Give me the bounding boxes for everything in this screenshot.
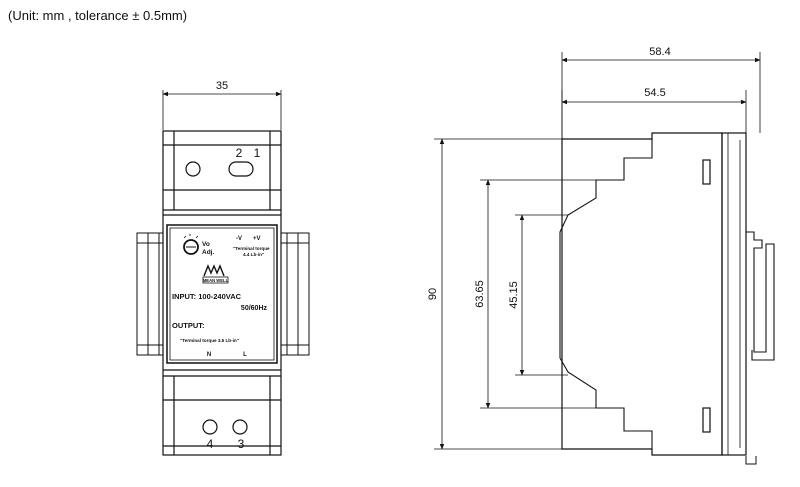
- terminal-screw: [202, 419, 218, 435]
- terminal-screw: [232, 419, 248, 435]
- terminal-label: 1: [254, 146, 261, 160]
- brand-name: MEAN WELL: [203, 278, 229, 283]
- side-step-profile: [559, 139, 653, 449]
- mean-well-logo: MEAN WELL: [202, 264, 229, 284]
- dim-middle-label: 63.65: [474, 280, 486, 308]
- torque-label: 4.4 Lb-in": [243, 252, 264, 257]
- polarity-label: -V: [236, 236, 242, 242]
- polarity-label: +V: [253, 236, 261, 242]
- dim-height: 90: [427, 138, 562, 450]
- torque-label: "Terminal torque 3.5 Lb-in": [180, 338, 239, 343]
- din-clip-body: [721, 132, 747, 456]
- terminal-label: 3: [238, 437, 245, 451]
- torque-label: "Terminal torque: [233, 246, 270, 251]
- dim-depth: 54.5: [561, 87, 747, 139]
- top-terminal-block: 2 1: [185, 146, 261, 177]
- dim-inner: 45.15: [508, 214, 568, 376]
- din-rail-hook: [746, 231, 775, 361]
- vo-adj-potentiometer: [183, 239, 199, 255]
- vo-adj-label: Adj.: [202, 249, 214, 256]
- dim-height-label: 90: [427, 288, 439, 300]
- front-housing: [162, 130, 282, 456]
- terminal-label: 2: [236, 146, 243, 160]
- frequency-rating: 50/60Hz: [241, 305, 268, 312]
- input-terminal-label: L: [243, 352, 247, 358]
- dim-inner-label: 45.15: [508, 281, 520, 309]
- front-label-panel: Vo Adj. -V +V "Terminal torque 4.4 Lb-in…: [166, 224, 278, 364]
- dim-middle: 63.65: [474, 179, 596, 409]
- front-view: 35: [136, 80, 310, 456]
- front-width-dimension: 35: [162, 80, 282, 130]
- dim-overall-depth-label: 58.4: [649, 46, 670, 58]
- front-width-label: 35: [216, 80, 228, 92]
- output-title: OUTPUT:: [172, 321, 205, 330]
- vo-adj-label: Vo: [202, 241, 210, 248]
- terminal-screw: [185, 161, 201, 177]
- terminal-label: 4: [207, 437, 214, 451]
- side-profile-outline: [561, 132, 723, 456]
- unit-note: (Unit: mm , tolerance ± 0.5mm): [8, 8, 188, 23]
- input-rating: INPUT: 100-240VAC: [172, 292, 242, 301]
- vent-slot: [702, 407, 711, 433]
- side-view: 58.4 54.5 90 63.65: [427, 46, 775, 465]
- input-terminal-label: N: [207, 352, 211, 358]
- vent-slot: [702, 159, 711, 185]
- bottom-terminal-block: 4 3: [202, 419, 248, 451]
- dim-depth-label: 54.5: [644, 87, 665, 99]
- terminal-screw-pair: [228, 161, 254, 177]
